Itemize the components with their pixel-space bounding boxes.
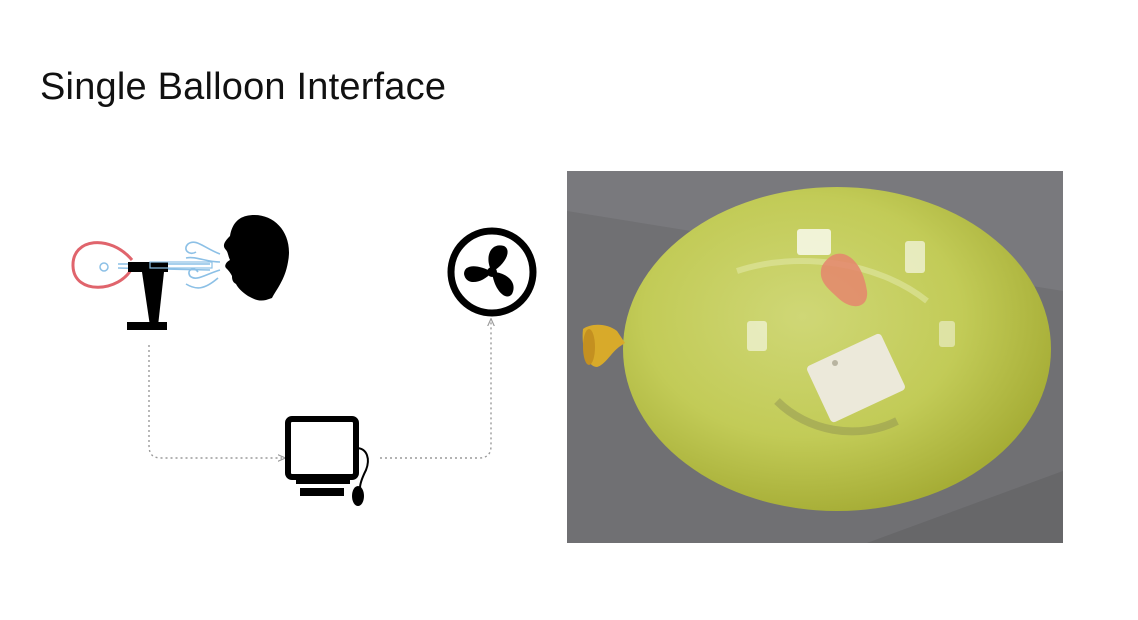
balloon-photo [567,171,1063,543]
fan-icon [447,227,537,317]
balloon-stand-icon [71,241,213,330]
mouse-icon [352,486,364,506]
breath-icon [185,241,221,289]
slide-title: Single Balloon Interface [40,66,447,108]
interaction-diagram [71,215,537,506]
connector-lines [148,322,491,458]
computer-icon [285,416,369,496]
person-head-icon [223,215,289,301]
